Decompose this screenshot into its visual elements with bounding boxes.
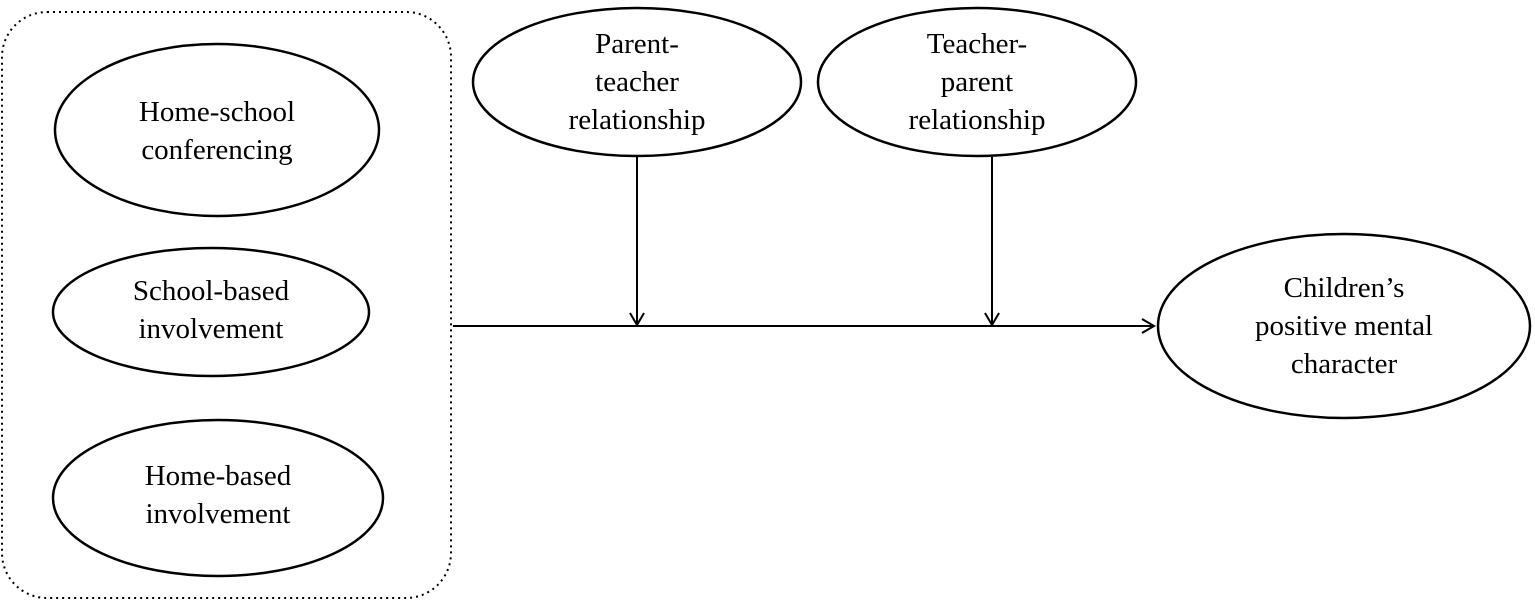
- childrens-positive-mental-character-label: Children’s positive mental character: [1255, 272, 1433, 380]
- childrens-positive-mental-character-node: [1156, 232, 1532, 420]
- home-school-conferencing-node: [53, 42, 381, 218]
- home-based-involvement-label: Home-based involvement: [144, 460, 292, 530]
- teacher-parent-relationship-label: Teacher- parent relationship: [908, 28, 1046, 136]
- teacher-parent-relationship-node: [816, 6, 1138, 158]
- home-based-involvement-node: [51, 418, 385, 578]
- school-based-involvement-node: [51, 246, 371, 378]
- home-school-conferencing-label: Home-school conferencing: [138, 96, 296, 166]
- parent-teacher-relationship-node: [471, 6, 803, 158]
- parent-teacher-relationship-label: Parent- teacher relationship: [568, 28, 706, 136]
- school-based-involvement-label: School-based involvement: [132, 275, 290, 345]
